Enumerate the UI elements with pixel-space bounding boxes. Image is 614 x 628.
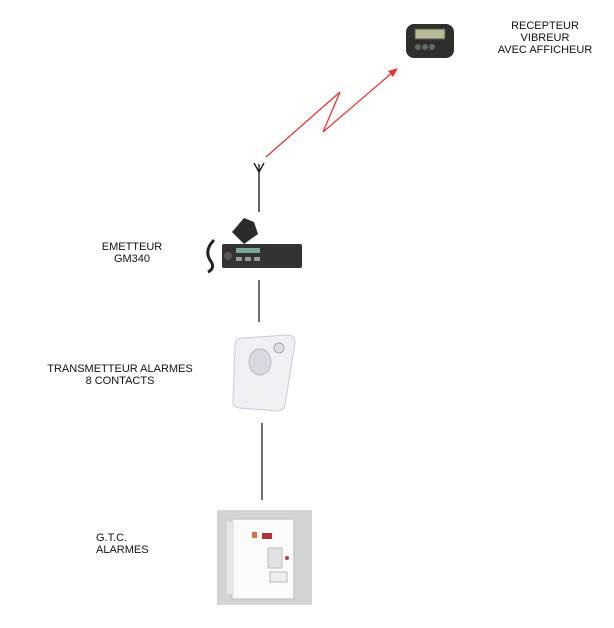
alarm-transmitter-image bbox=[232, 334, 296, 412]
radio-gm340-image bbox=[206, 218, 302, 274]
emitter-label: EMETTEUR GM340 bbox=[82, 241, 182, 265]
emitter-label-line: GM340 bbox=[113, 253, 151, 265]
receiver-label-line: VIBREUR bbox=[520, 32, 570, 44]
antenna-icon bbox=[253, 162, 265, 212]
gtc-label-line: ALARMES bbox=[96, 544, 149, 556]
transmitter-label-line: TRANSMETTEUR ALARMES bbox=[47, 363, 193, 375]
receiver-label-line: RECEPTEUR bbox=[511, 20, 579, 32]
gtc-cabinet-image bbox=[217, 510, 312, 605]
gtc-label-line: G.T.C. bbox=[96, 532, 128, 544]
transmitter-label: TRANSMETTEUR ALARMES 8 CONTACTS bbox=[35, 363, 205, 387]
receiver-label-line: AVEC AFFICHEUR bbox=[497, 44, 593, 56]
transmitter-label-line: 8 CONTACTS bbox=[85, 375, 155, 387]
gtc-label: G.T.C. ALARMES bbox=[96, 532, 149, 556]
radio-link-arrow bbox=[265, 68, 398, 158]
emitter-label-line: EMETTEUR bbox=[101, 241, 163, 253]
receiver-label: RECEPTEUR VIBREUR AVEC AFFICHEUR bbox=[490, 20, 600, 56]
pager-image bbox=[406, 24, 454, 58]
